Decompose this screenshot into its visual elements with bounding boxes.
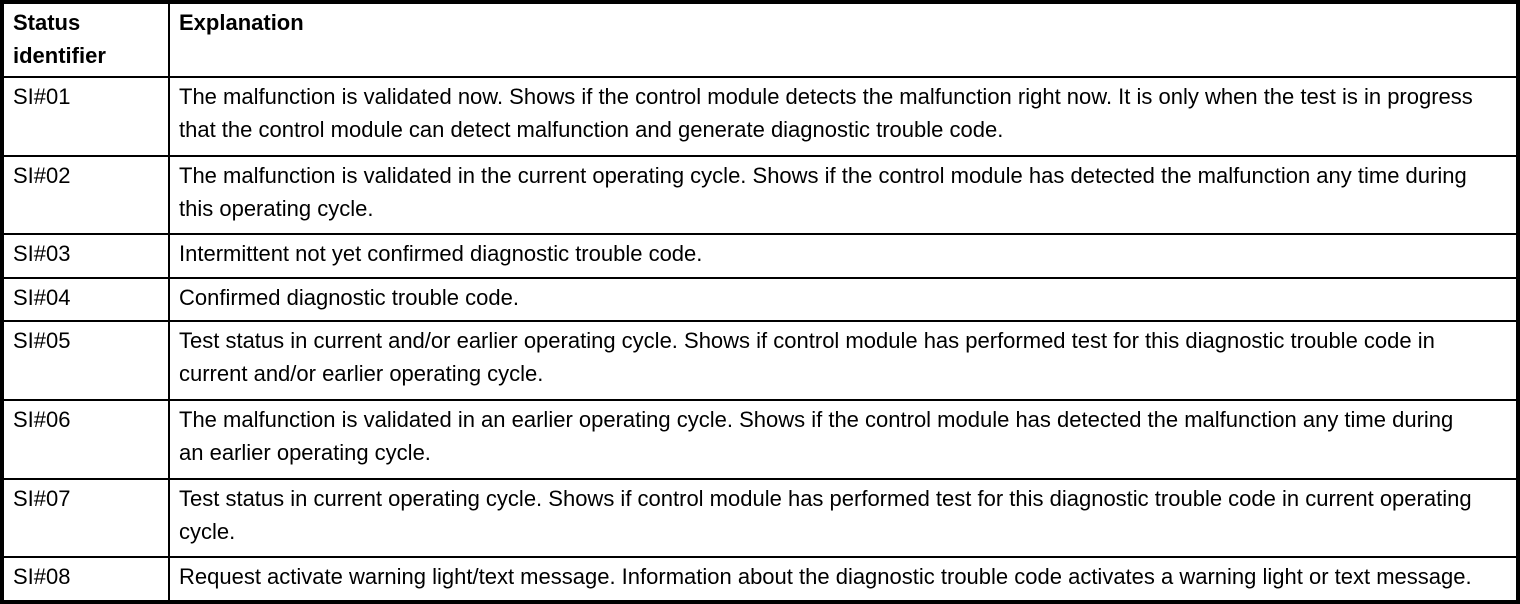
column-header-status-identifier: Status identifier: [1, 1, 170, 78]
explanation-cell: Test status in current and/or earlier op…: [168, 320, 1519, 402]
explanation-cell: The malfunction is validated in the curr…: [168, 154, 1519, 236]
table-row: SI#08 Request activate warning light/tex…: [1, 556, 1519, 603]
explanation-cell: Test status in current operating cycle. …: [168, 477, 1519, 559]
status-identifier-cell: SI#02: [1, 154, 170, 236]
status-identifier-cell: SI#01: [1, 76, 170, 157]
header-row: Status identifier Explanation: [1, 1, 1519, 78]
explanation-cell: Intermittent not yet confirmed diagnosti…: [168, 233, 1519, 279]
table-row: SI#05 Test status in current and/or earl…: [1, 320, 1519, 402]
explanation-cell: The malfunction is validated now. Shows …: [168, 76, 1519, 157]
status-identifier-cell: SI#06: [1, 399, 170, 480]
explanation-cell: The malfunction is validated in an earli…: [168, 399, 1519, 480]
table-row: SI#04 Confirmed diagnostic trouble code.: [1, 276, 1519, 323]
table-row: SI#01 The malfunction is validated now. …: [1, 76, 1519, 157]
status-identifier-cell: SI#08: [1, 556, 170, 603]
column-header-explanation: Explanation: [168, 1, 1519, 78]
status-identifier-cell: SI#07: [1, 477, 170, 559]
table-body: SI#01 The malfunction is validated now. …: [1, 76, 1519, 603]
status-identifier-cell: SI#05: [1, 320, 170, 402]
status-identifier-cell: SI#04: [1, 276, 170, 323]
table-row: SI#07 Test status in current operating c…: [1, 477, 1519, 559]
status-identifier-cell: SI#03: [1, 233, 170, 279]
explanation-cell: Confirmed diagnostic trouble code.: [168, 276, 1519, 323]
table-row: SI#02 The malfunction is validated in th…: [1, 154, 1519, 236]
table-row: SI#03 Intermittent not yet confirmed dia…: [1, 233, 1519, 279]
explanation-cell: Request activate warning light/text mess…: [168, 556, 1519, 603]
table-row: SI#06 The malfunction is validated in an…: [1, 399, 1519, 480]
